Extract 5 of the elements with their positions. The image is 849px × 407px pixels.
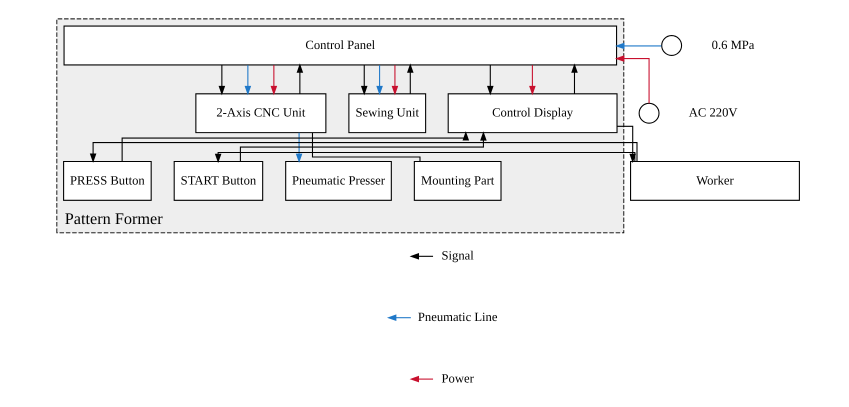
node-label: AC 220V <box>688 106 738 120</box>
legend-label: Power <box>442 371 474 386</box>
legend-label: Signal <box>442 248 474 263</box>
node-label: 0.6 MPa <box>712 38 754 52</box>
legend-label: Pneumatic Line <box>418 310 498 324</box>
